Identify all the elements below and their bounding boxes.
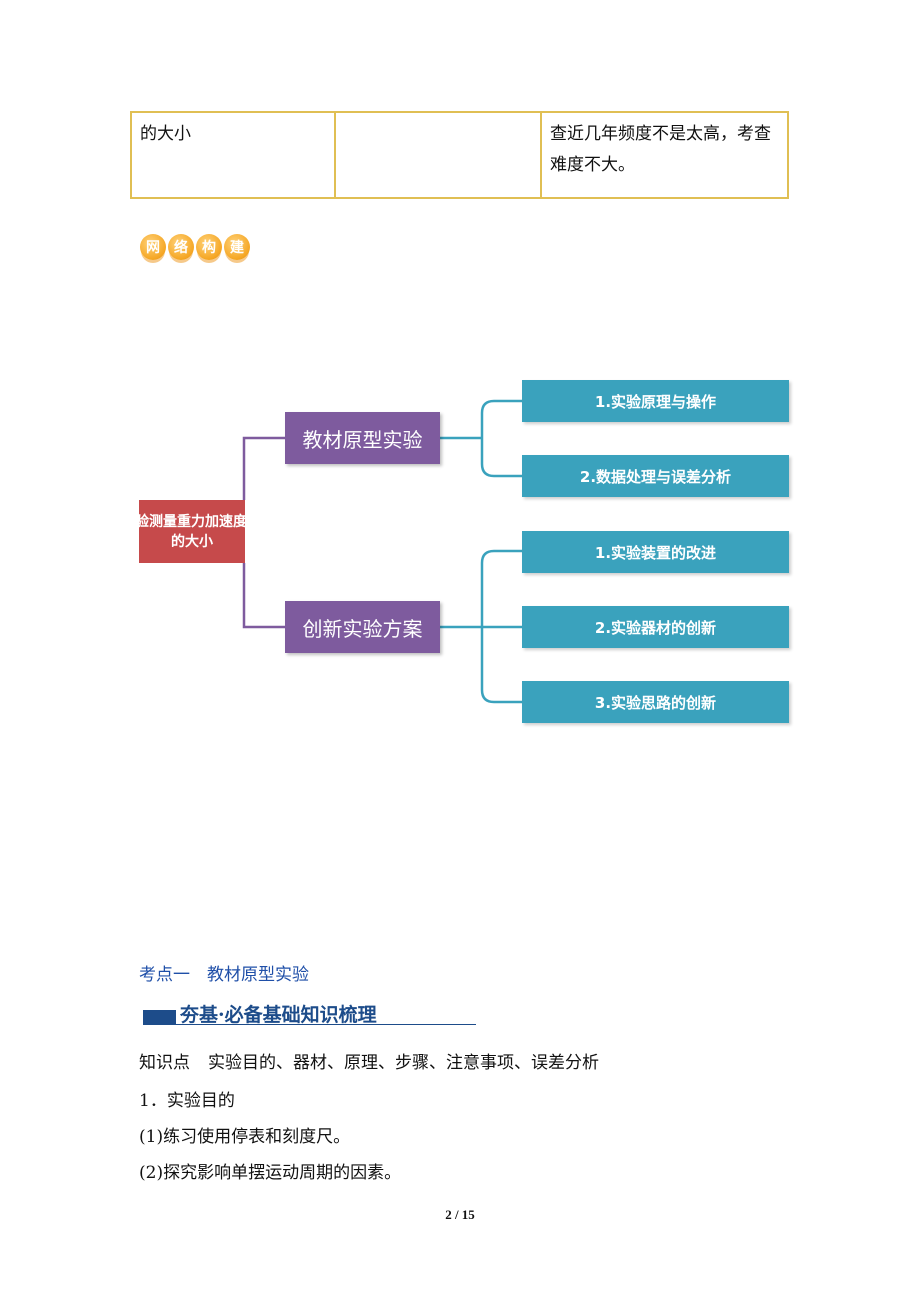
table: 的大小 查近几年频度不是太高，考查 难度不大。 xyxy=(130,111,789,199)
mindmap-branch-textbook: 教材原型实验 xyxy=(285,412,440,464)
root-label-line1: 实验测量重力加速度 xyxy=(139,513,245,530)
banner-underline xyxy=(143,1024,476,1025)
item-point: (2)探究影响单摆运动周期的因素。 xyxy=(139,1163,402,1183)
banner-label: 夯基·必备基础知识梳理 xyxy=(180,1004,377,1026)
analysis-line-1: 查近几年频度不是太高，考查 xyxy=(550,124,771,144)
connector-root-branch1 xyxy=(242,436,285,500)
knowledge-label: 知识点 xyxy=(139,1053,190,1073)
item-point: (1)练习使用停表和刻度尺。 xyxy=(139,1127,351,1147)
mindmap-leaf: 2.实验器材的创新 xyxy=(522,606,789,648)
analysis-line-2: 难度不大。 xyxy=(550,155,635,175)
root-label-line2: 的大小 xyxy=(171,533,213,550)
badge-char: 网 xyxy=(140,234,166,260)
badge-char: 建 xyxy=(224,234,250,260)
mindmap-leaf: 2.数据处理与误差分析 xyxy=(522,455,789,497)
item-heading: 1．实验目的 xyxy=(139,1091,235,1111)
network-build-badge: 网 络 构 建 xyxy=(140,234,250,268)
knowledge-text: 实验目的、器材、原理、步骤、注意事项、误差分析 xyxy=(208,1053,599,1073)
mindmap-leaf: 1.实验原理与操作 xyxy=(522,380,789,422)
page-number: 2 / 15 xyxy=(445,1207,475,1222)
badge-char: 构 xyxy=(196,234,222,260)
table-cell-empty xyxy=(336,113,542,197)
connector-root-branch2 xyxy=(242,563,285,629)
connector-branch1-leaves xyxy=(480,399,522,478)
section-title: 考点一 教材原型实验 xyxy=(139,965,309,985)
mindmap-root: 实验测量重力加速度 的大小 xyxy=(139,500,245,563)
mindmap-leaf: 3.实验思路的创新 xyxy=(522,681,789,723)
badge-char: 络 xyxy=(168,234,194,260)
table-cell-analysis: 查近几年频度不是太高，考查 难度不大。 xyxy=(542,113,787,197)
banner-block xyxy=(143,1010,176,1024)
section-banner: 夯基·必备基础知识梳理 xyxy=(140,1000,476,1028)
mindmap-leaf: 1.实验装置的改进 xyxy=(522,531,789,573)
knowledge-point: 知识点实验目的、器材、原理、步骤、注意事项、误差分析 xyxy=(139,1048,599,1073)
table-cell-topic: 的大小 xyxy=(132,113,336,197)
mindmap-branch-innovation: 创新实验方案 xyxy=(285,601,440,653)
